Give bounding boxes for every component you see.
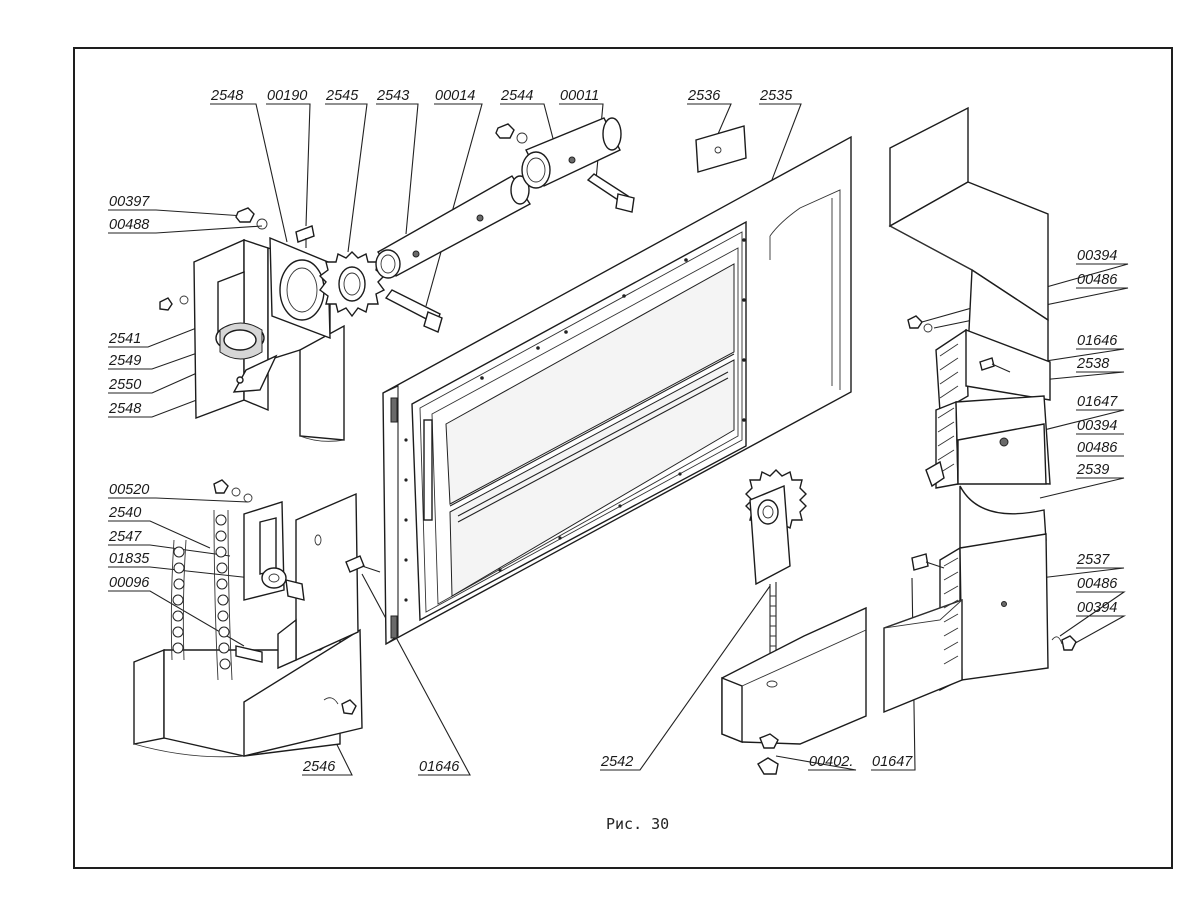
label-2546: 2546 [303, 759, 336, 775]
label-01646-right: 01646 [1077, 333, 1118, 349]
label-2548-left: 2548 [109, 401, 142, 417]
label-2536: 2536 [688, 88, 721, 104]
label-2543: 2543 [377, 88, 410, 104]
figure-caption: Рис. 30 [606, 815, 670, 833]
label-00011: 00011 [560, 88, 600, 104]
label-00014: 00014 [435, 88, 476, 104]
label-2535: 2535 [760, 88, 793, 104]
label-01647-bottom: 01647 [872, 754, 913, 770]
label-2545: 2545 [326, 88, 359, 104]
label-00190: 00190 [267, 88, 308, 104]
label-2540: 2540 [109, 505, 142, 521]
plate-2536 [695, 125, 747, 173]
right-post-assembly [883, 106, 1077, 714]
label-00394-bottom: 00394 [1077, 600, 1118, 616]
label-00488: 00488 [109, 217, 150, 233]
label-2538: 2538 [1077, 356, 1110, 372]
bolts-00014-00011 [384, 123, 635, 333]
sleeve-2544 [521, 117, 622, 189]
label-00486-bottom: 00486 [1077, 576, 1118, 592]
label-00394-top: 00394 [1077, 248, 1118, 264]
label-01646-bottom: 01646 [419, 759, 460, 775]
label-2542: 2542 [601, 754, 634, 770]
label-2537: 2537 [1077, 552, 1110, 568]
drawing-frame [73, 47, 1173, 869]
label-2539: 2539 [1077, 462, 1110, 478]
label-00394-mid: 00394 [1077, 418, 1118, 434]
label-00096: 00096 [109, 575, 150, 591]
label-00397: 00397 [109, 194, 150, 210]
shaft-2543 [375, 175, 531, 279]
label-00520: 00520 [109, 482, 150, 498]
leader-lines [108, 103, 1129, 776]
label-00486-mid: 00486 [1077, 440, 1118, 456]
label-2544: 2544 [501, 88, 534, 104]
lower-left-chain-assembly [133, 479, 381, 758]
gate-panel-2535 [382, 135, 852, 646]
label-2549: 2549 [109, 353, 142, 369]
label-2547: 2547 [109, 529, 142, 545]
label-01647-right: 01647 [1077, 394, 1118, 410]
tensioner-2542 [721, 469, 867, 775]
upper-left-bracket-assembly [159, 207, 386, 442]
label-2541: 2541 [109, 331, 142, 347]
label-2548-top: 2548 [211, 88, 244, 104]
label-2550: 2550 [109, 377, 142, 393]
label-00486-top: 00486 [1077, 272, 1118, 288]
label-01835: 01835 [109, 551, 150, 567]
label-00402: 00402. [809, 754, 854, 770]
